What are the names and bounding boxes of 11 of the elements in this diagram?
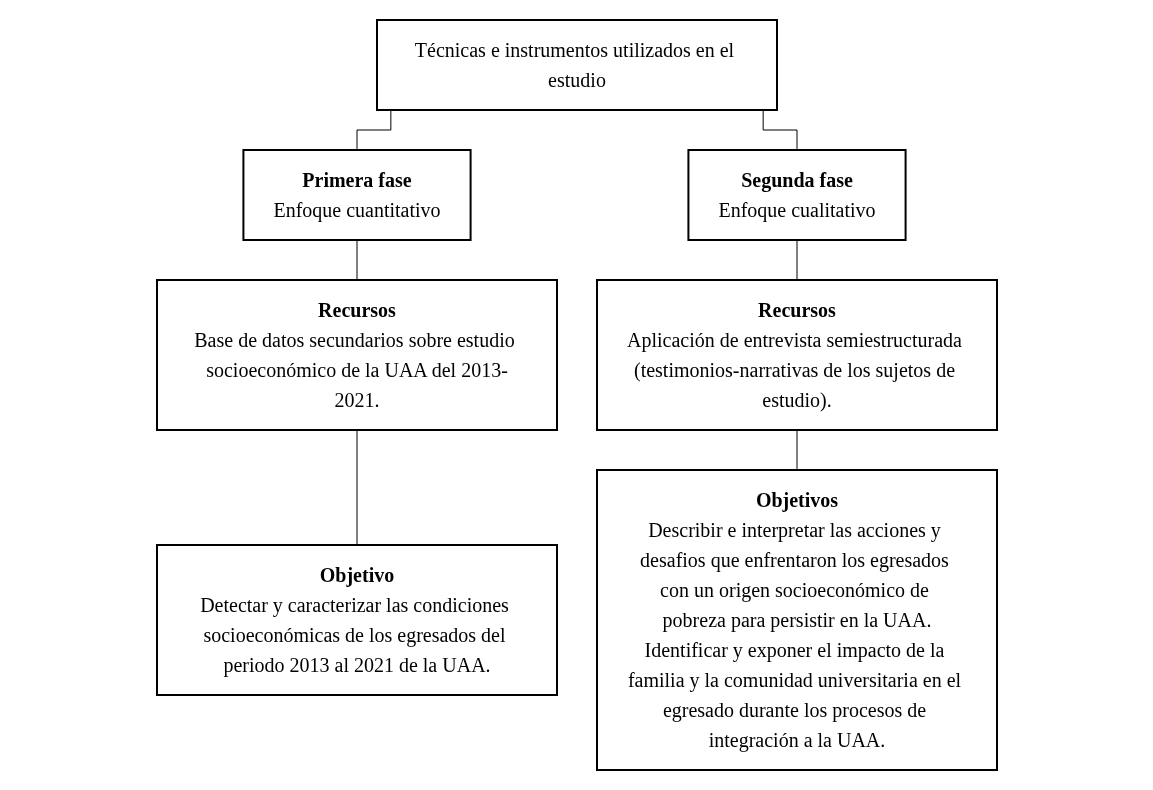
connector bbox=[356, 239, 357, 281]
node-box: Objetivos Describir e interpretar las acciones y desafios que enfrentaron los egresados con un origen socioeconómico de pobreza para persistir en la UAA. Identificar y exponer el impacto de la familia y la comunidad universitaria en el egresado durante los procesos de integración a la UAA. bbox=[595, 469, 998, 771]
connector bbox=[796, 429, 797, 471]
node-box: Recursos Aplicación de entrevista semiestructurada (testimonios-narrativas de los sujetos de estudio). bbox=[595, 279, 998, 431]
node-box: Objetivo Detectar y caracterizar las condiciones socioeconómicas de los egresados del periodo 2013 al 2021 de la UAA. bbox=[155, 544, 558, 696]
node-box: Segunda fase Enfoque cualitativo bbox=[686, 149, 907, 241]
node-box: Técnicas e instrumentos utilizados en el estudio bbox=[375, 19, 778, 111]
connector bbox=[356, 429, 357, 546]
connector bbox=[796, 239, 797, 281]
node-box: Recursos Base de datos secundarios sobre estudio socioeconómico de la UAA del 2013-2021. bbox=[155, 279, 558, 431]
node-box: Primera fase Enfoque cuantitativo bbox=[241, 149, 472, 241]
